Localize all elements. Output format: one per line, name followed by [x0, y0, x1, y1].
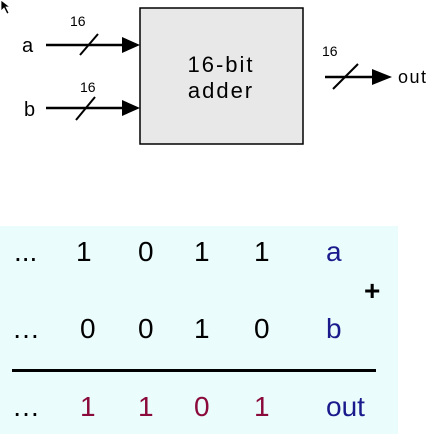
output-width: 16: [322, 43, 338, 59]
row-a-label: a: [326, 236, 342, 267]
input-a-label: a: [22, 35, 34, 57]
input-a-arrowhead: [122, 37, 140, 53]
adder-block-label-line1: 16-bit: [187, 52, 254, 77]
row-a-bit-1: 1: [76, 236, 92, 267]
bit-addition-panel: [0, 226, 398, 434]
row-b-bit-2: 0: [138, 313, 154, 344]
input-b-arrowhead: [122, 100, 140, 116]
row-a-bit-4: 1: [254, 236, 270, 267]
input-a-width: 16: [70, 13, 86, 29]
input-b-width: 16: [80, 79, 96, 95]
row-b-bit-3: 1: [194, 313, 210, 344]
row-out-label: out: [326, 391, 365, 422]
input-b-bus-slash: [75, 96, 96, 121]
input-a-bus-slash: [79, 33, 99, 56]
output-arrowhead: [372, 69, 392, 85]
row-out-bit-1: 1: [80, 391, 96, 422]
adder-block: [139, 7, 304, 145]
row-b-bit-4: 0: [254, 313, 270, 344]
row-a-ellipsis: ...: [14, 236, 38, 267]
row-out-ellipsis: …: [12, 391, 40, 422]
row-out-bit-2: 1: [138, 391, 154, 422]
row-b-ellipsis: …: [12, 313, 40, 344]
row-a-bit-2: 0: [138, 236, 154, 267]
plus-operator: +: [364, 275, 381, 306]
output-label: out: [398, 67, 428, 87]
mouse-cursor-icon: [0, 0, 12, 15]
adder-block-diagram: 16-bit adder a 16 b 16 16 out: [22, 7, 428, 145]
input-b-label: b: [24, 99, 35, 121]
row-out-bit-4: 1: [254, 391, 270, 422]
output-bus-slash: [332, 63, 359, 90]
sum-line: [12, 369, 376, 372]
row-out-bit-3: 0: [194, 391, 210, 422]
row-a-bit-3: 1: [194, 236, 210, 267]
row-b-label: b: [326, 313, 342, 344]
adder-block-label-line2: adder: [188, 78, 254, 103]
row-b-bit-1: 0: [80, 313, 96, 344]
